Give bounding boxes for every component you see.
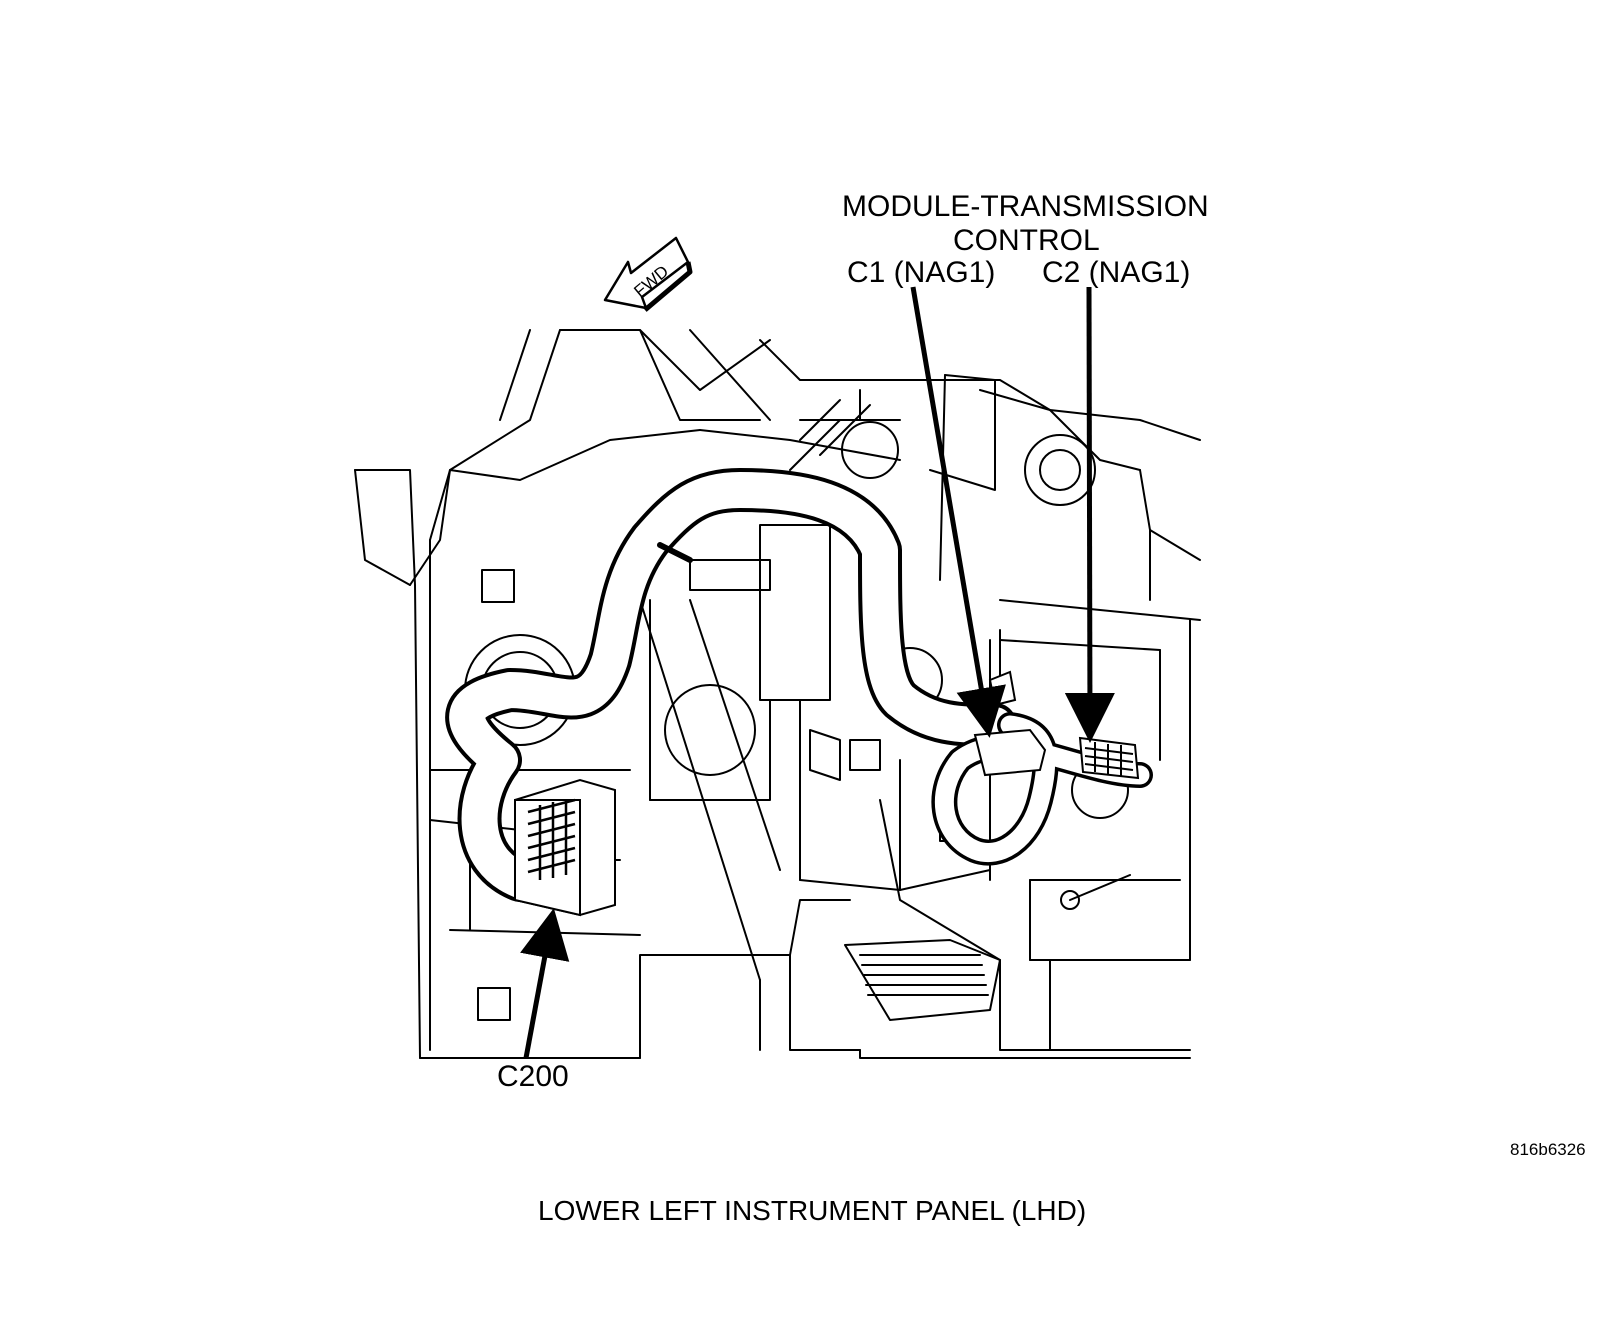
reference-code: 816b6326 [1510,1140,1586,1159]
c200-connector [514,778,616,917]
c200-leader-arrow [520,908,570,1059]
c1-leader-arrow [910,286,1006,738]
c2-connector [1078,736,1140,780]
module-title-line1: MODULE-TRANSMISSION [842,190,1209,223]
leader-lines [520,286,1115,1059]
module-title-line2: CONTROL [953,224,1100,257]
panel-structure [354,329,1201,1059]
figure-caption: LOWER LEFT INSTRUMENT PANEL (LHD) [538,1195,1087,1226]
c200-label: C200 [497,1060,569,1093]
fwd-arrow-icon [603,236,693,312]
c1-label: C1 (NAG1) [847,256,996,289]
c2-leader-arrow [1064,286,1115,743]
c2-label: C2 (NAG1) [1042,256,1191,289]
